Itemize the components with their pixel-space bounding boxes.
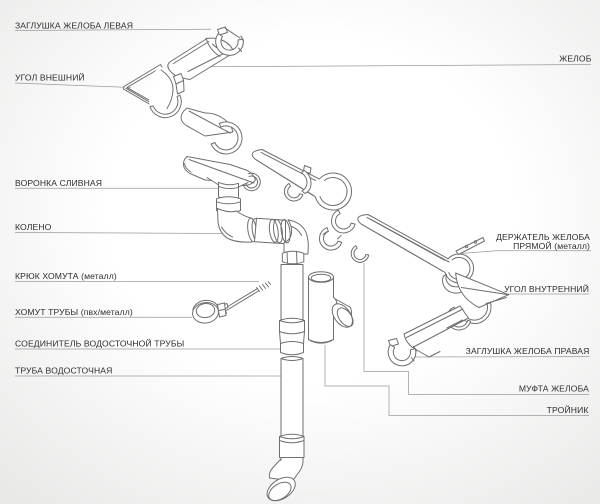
- svg-text:ЗАГЛУШКА ЖЕЛОБА ПРАВАЯ: ЗАГЛУШКА ЖЕЛОБА ПРАВАЯ: [466, 346, 590, 356]
- svg-text:ЖЕЛОБ: ЖЕЛОБ: [559, 54, 591, 64]
- svg-text:МУФТА ЖЕЛОБА: МУФТА ЖЕЛОБА: [519, 383, 589, 393]
- svg-text:ХОМУТ ТРУБЫ (пвх/металл): ХОМУТ ТРУБЫ (пвх/металл): [15, 307, 133, 317]
- svg-text:УГОЛ ВНУТРЕННИЙ: УГОЛ ВНУТРЕННИЙ: [504, 283, 589, 294]
- svg-text:КОЛЕНО: КОЛЕНО: [15, 222, 52, 232]
- svg-text:ТРУБА ВОДОСТОЧНАЯ: ТРУБА ВОДОСТОЧНАЯ: [15, 366, 112, 376]
- svg-text:ПРЯМОЙ (металл): ПРЯМОЙ (металл): [513, 240, 590, 251]
- svg-text:ТРОЙНИК: ТРОЙНИК: [547, 404, 589, 415]
- svg-text:ДЕРЖАТЕЛЬ ЖЕЛОБА: ДЕРЖАТЕЛЬ ЖЕЛОБА: [496, 232, 590, 242]
- svg-text:СОЕДИНИТЕЛЬ ВОДОСТОЧНОЙ ТРУБЫ: СОЕДИНИТЕЛЬ ВОДОСТОЧНОЙ ТРУБЫ: [15, 338, 184, 349]
- svg-text:УГОЛ ВНЕШНИЙ: УГОЛ ВНЕШНИЙ: [15, 72, 85, 83]
- svg-text:КРЮК ХОМУТА (металл): КРЮК ХОМУТА (металл): [15, 271, 117, 281]
- svg-text:ВОРОНКА СЛИВНАЯ: ВОРОНКА СЛИВНАЯ: [15, 178, 102, 188]
- svg-text:ЗАГЛУШКА ЖЕЛОБА ЛЕВАЯ: ЗАГЛУШКА ЖЕЛОБА ЛЕВАЯ: [15, 21, 133, 31]
